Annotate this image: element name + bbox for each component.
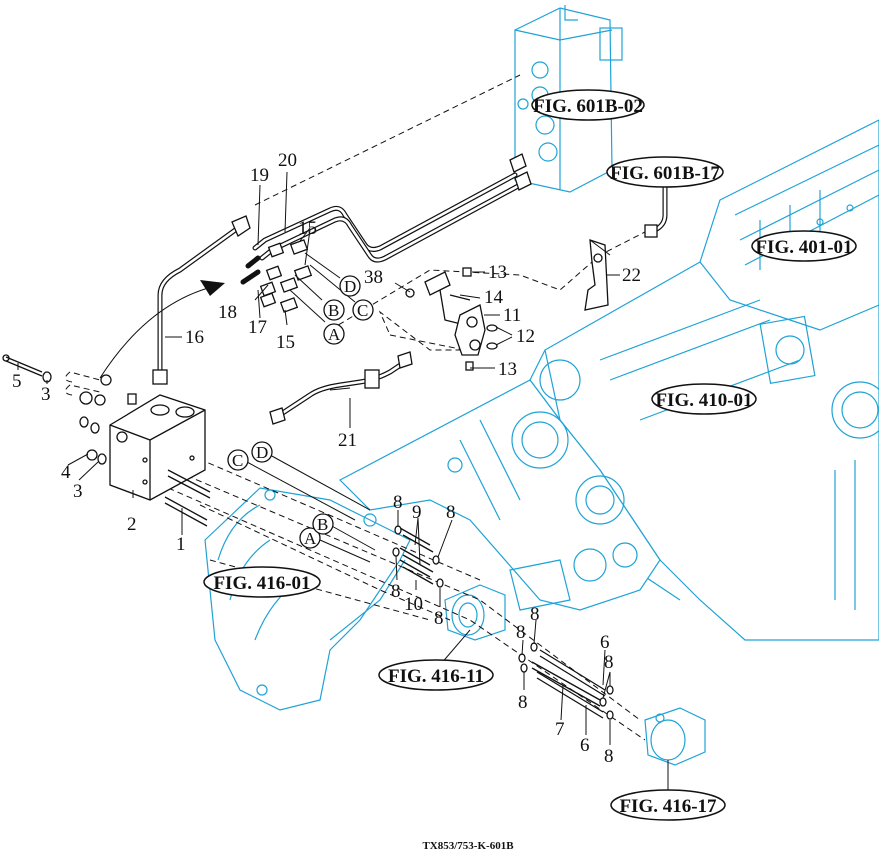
- fig-ref-401-01[interactable]: FIG. 401-01: [751, 230, 857, 262]
- callout-2: 2: [127, 514, 137, 535]
- callout-21: 21: [338, 430, 357, 451]
- pipes-19-20: [240, 153, 532, 285]
- studs: [164, 469, 211, 527]
- bracket-22: [584, 239, 609, 311]
- callout-8-f: 8: [516, 622, 526, 643]
- callout-3-upper: 3: [41, 384, 51, 405]
- callout-13-upper: 13: [488, 262, 507, 283]
- tubes-6-7: [518, 642, 614, 720]
- callout-5: 5: [12, 371, 22, 392]
- callout-20: 20: [278, 150, 297, 171]
- svg-text:FIG. 601B-17: FIG. 601B-17: [610, 163, 720, 184]
- marker-b-upper: B: [323, 299, 345, 321]
- part-callouts: 1 2 3 3 4 5 6 6 7 8 8 8 8 8 8 8 8 8 8 8 …: [12, 150, 641, 767]
- callout-8-a: 8: [393, 492, 403, 513]
- rear-housing: [338, 359, 661, 611]
- callout-13-lower: 13: [498, 359, 517, 380]
- marker-c-lower: C: [227, 449, 249, 471]
- callout-8-g: 8: [518, 692, 528, 713]
- connection-markers: A B C D A B C D: [227, 275, 374, 549]
- fig-ref-601b-17[interactable]: FIG. 601B-17: [606, 156, 724, 188]
- callout-38: 38: [364, 267, 383, 288]
- fig-ref-410-01[interactable]: FIG. 410-01: [651, 383, 757, 415]
- svg-text:A: A: [304, 529, 317, 548]
- coupler-416-17: [644, 707, 706, 766]
- callout-22: 22: [622, 265, 641, 286]
- callout-16: 16: [185, 327, 204, 348]
- marker-d-lower: D: [251, 441, 273, 463]
- callout-8-b: 8: [446, 502, 456, 523]
- pipe-16: [152, 215, 251, 385]
- marker-b-lower: B: [312, 513, 334, 535]
- fig-ref-416-11[interactable]: FIG. 416-11: [378, 659, 494, 691]
- callout-1: 1: [176, 534, 186, 555]
- front-housing: [204, 487, 411, 711]
- drawing-code: TX853/753-K-601B: [422, 840, 514, 852]
- callout-10: 10: [404, 594, 423, 615]
- fig-ref-416-17[interactable]: FIG. 416-17: [610, 789, 726, 821]
- callout-8-e: 8: [530, 604, 540, 625]
- callout-8-h: 8: [604, 652, 614, 673]
- svg-text:FIG. 416-01: FIG. 416-01: [213, 573, 310, 594]
- callout-8-c: 8: [391, 581, 401, 602]
- marker-a-lower: A: [299, 527, 321, 549]
- svg-text:C: C: [232, 451, 243, 470]
- callout-6-upper: 6: [600, 632, 610, 653]
- fittings-15: [259, 239, 313, 313]
- assembly-arrow: [99, 280, 225, 379]
- svg-text:FIG. 401-01: FIG. 401-01: [755, 237, 852, 258]
- marker-a-upper: A: [323, 323, 345, 345]
- callout-19: 19: [250, 165, 269, 186]
- callout-9: 9: [412, 502, 422, 523]
- callout-15-upper: 15: [298, 218, 317, 239]
- pipe-21: [269, 351, 413, 425]
- callout-3-lower: 3: [73, 481, 83, 502]
- callout-11: 11: [503, 305, 521, 326]
- fig-ref-416-01[interactable]: FIG. 416-01: [203, 566, 321, 598]
- svg-text:D: D: [344, 277, 356, 296]
- svg-text:D: D: [256, 443, 268, 462]
- svg-text:FIG. 601B-02: FIG. 601B-02: [533, 96, 643, 117]
- marker-c-upper: C: [352, 299, 374, 321]
- coupler-416-11: [444, 584, 506, 641]
- svg-text:FIG. 410-01: FIG. 410-01: [655, 390, 752, 411]
- callout-6-lower: 6: [580, 735, 590, 756]
- callout-8-d: 8: [434, 608, 444, 629]
- marker-d-upper: D: [339, 275, 361, 297]
- callout-14: 14: [484, 287, 504, 308]
- svg-text:A: A: [328, 325, 341, 344]
- tubes-9-10: [392, 525, 444, 588]
- figure-references[interactable]: FIG. 601B-02 FIG. 601B-17 FIG. 401-01 FI…: [203, 89, 857, 821]
- callout-12: 12: [516, 326, 535, 347]
- callout-18: 18: [218, 302, 237, 323]
- svg-text:FIG. 416-17: FIG. 416-17: [619, 796, 717, 817]
- callout-15-lower: 15: [276, 332, 295, 353]
- callout-7: 7: [555, 719, 565, 740]
- assembly-dash-lines: [149, 74, 646, 741]
- fig-ref-601b-02[interactable]: FIG. 601B-02: [531, 89, 645, 121]
- svg-text:FIG. 416-11: FIG. 416-11: [388, 666, 484, 687]
- svg-text:C: C: [357, 301, 368, 320]
- bolt-and-washers: [2, 354, 112, 465]
- callout-17: 17: [248, 317, 267, 338]
- callout-4: 4: [61, 462, 71, 483]
- callout-8-i: 8: [604, 746, 614, 767]
- bracket-11: [405, 267, 498, 371]
- svg-text:B: B: [328, 301, 339, 320]
- manifold-block: [109, 393, 206, 501]
- callout-leaders: [17, 171, 620, 745]
- pipe-601b-17: [644, 182, 668, 238]
- svg-text:B: B: [317, 515, 328, 534]
